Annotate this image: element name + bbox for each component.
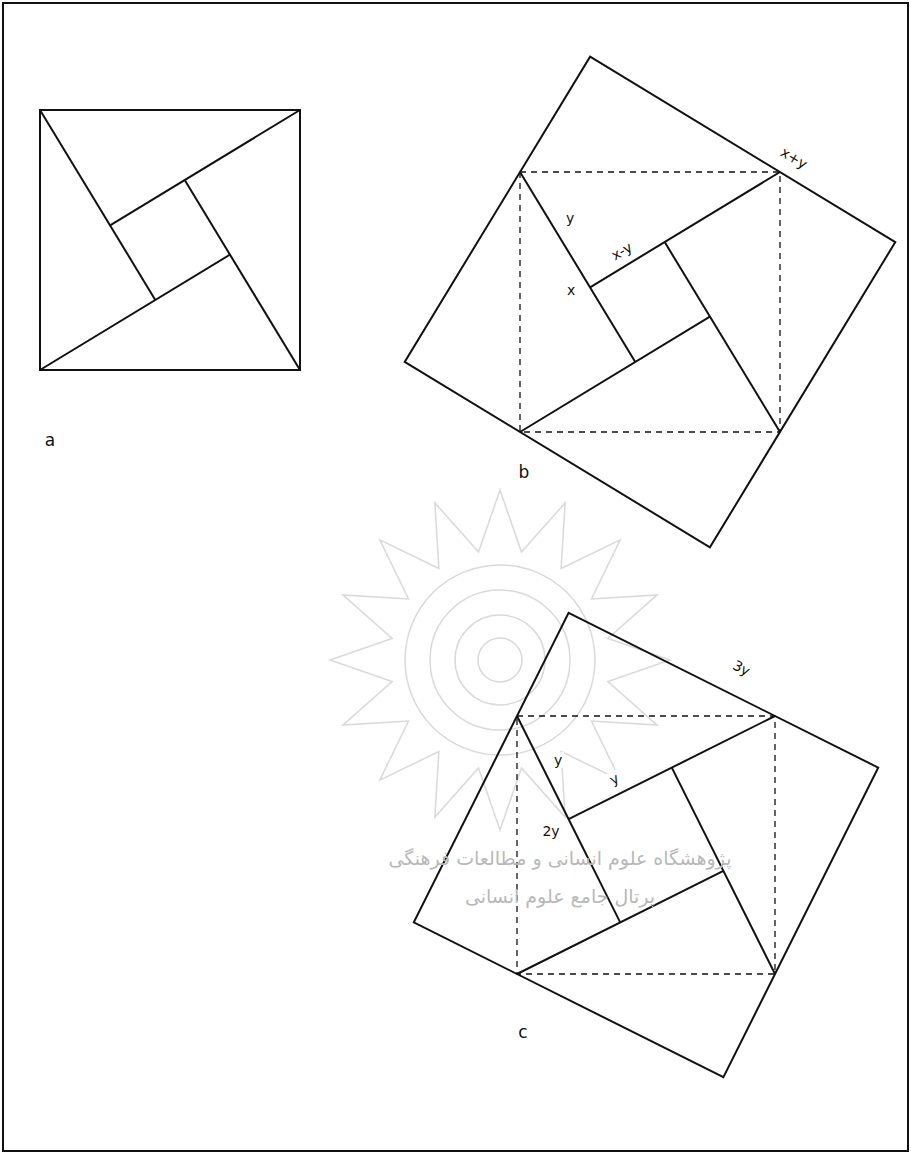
leg-line xyxy=(110,110,300,225)
rosette-ring xyxy=(430,590,570,730)
figure-letter: a xyxy=(43,431,57,450)
watermark: پرتال جامع علوم انسانی xyxy=(465,885,655,908)
length-label: y xyxy=(564,210,576,226)
rosette-ring xyxy=(455,615,545,705)
length-label: x+y xyxy=(776,143,812,173)
outer-square xyxy=(405,57,896,548)
dashed-square xyxy=(520,172,780,432)
square xyxy=(40,110,300,370)
rosette-ring xyxy=(478,638,522,682)
leg-line xyxy=(185,180,300,370)
figure-letter: c xyxy=(516,1023,529,1042)
figure-c xyxy=(414,613,878,1077)
leg-line xyxy=(590,172,780,287)
frame xyxy=(3,3,908,1151)
rosette-star xyxy=(330,490,670,830)
length-label: x xyxy=(565,282,577,298)
length-label: y xyxy=(605,769,623,789)
leg-line xyxy=(520,317,710,432)
figure-b xyxy=(405,57,896,548)
leg-line xyxy=(40,255,230,370)
length-label: 2y xyxy=(540,823,561,839)
leg-line xyxy=(40,110,155,300)
length-label: x-y xyxy=(607,238,637,265)
length-label: 3y xyxy=(729,656,755,680)
watermark-rosette xyxy=(330,490,670,830)
outer-square xyxy=(414,613,878,1077)
leg-line xyxy=(665,242,780,432)
figure-letter: b xyxy=(517,463,532,482)
length-label: y xyxy=(552,752,564,768)
leg-line xyxy=(520,172,635,362)
figure-a xyxy=(40,110,300,370)
rosette-ring xyxy=(405,565,595,755)
watermark: پژوهشگاه علوم انسانی و مطالعات فرهنگی xyxy=(389,847,732,870)
dashed-square xyxy=(517,716,775,974)
